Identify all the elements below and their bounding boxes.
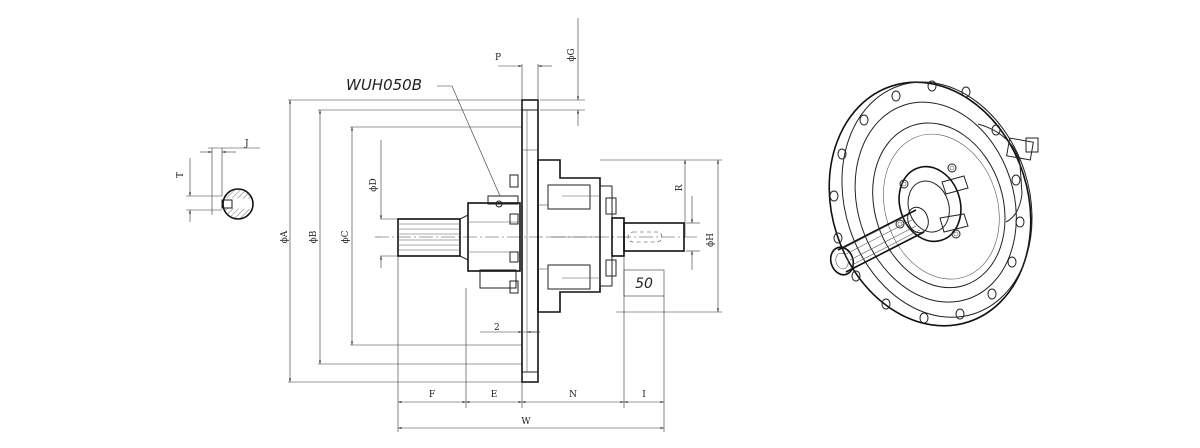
output-shaft (611, 217, 685, 257)
dim-label-b: ϕB (309, 230, 319, 243)
isometric-view (828, 80, 1039, 327)
dim-label-n: N (569, 390, 577, 400)
dim-label-g: ϕG (567, 48, 577, 61)
gearbox-housing (537, 159, 617, 313)
spline-shaft (397, 214, 469, 261)
dim-label-r: R (675, 184, 685, 191)
dim-label-t: T (176, 172, 186, 178)
dim-label-c: ϕC (341, 230, 351, 243)
keyway-section-view: T J (176, 139, 260, 222)
part-label-leader (437, 85, 501, 197)
iso-flange-outer (828, 81, 1032, 327)
hub-body (467, 174, 521, 294)
dim-label-i: I (642, 390, 646, 400)
dim-label-50: 50 (635, 276, 653, 292)
iso-spline-shaft (829, 206, 929, 276)
dim-label-h: ϕH (706, 233, 716, 247)
dim-label-p: P (495, 53, 501, 63)
dim-label-w: W (521, 417, 531, 427)
dim-label-j: J (244, 139, 249, 149)
side-elevation-view: ϕA ϕB ϕC ϕD (280, 18, 722, 432)
iso-bolt-holes (829, 80, 1025, 324)
dim-label-a: ϕA (280, 230, 290, 243)
key-slot (221, 199, 233, 209)
dim-label-d: ϕD (369, 178, 379, 191)
dim-label-f: F (429, 390, 435, 400)
mounting-flange (521, 99, 539, 383)
dim-label-2: 2 (494, 323, 500, 333)
dim-label-e: E (491, 390, 498, 400)
part-label: WUH050B (346, 76, 422, 94)
